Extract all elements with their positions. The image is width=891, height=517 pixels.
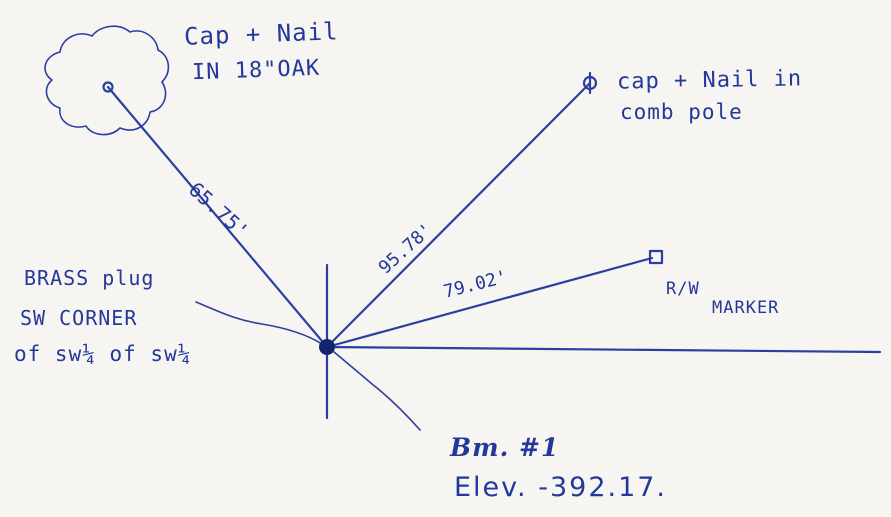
- east-reference-line: [325, 345, 882, 354]
- benchmark-leader: [333, 351, 421, 431]
- tie-line-pole: [325, 81, 592, 349]
- rw-marker-point: [648, 249, 664, 265]
- benchmark-point: [319, 339, 335, 355]
- pole-label-line2: comb pole: [620, 100, 743, 124]
- tie-line-oak: [106, 85, 329, 349]
- tie-line-rw-marker: [325, 256, 654, 349]
- rw-marker-label-line2: MARKER: [712, 298, 780, 318]
- oak-nail-point: [102, 81, 114, 93]
- pole-nail-point: [582, 71, 598, 95]
- brass-plug-label-line1: BRASS plug: [24, 266, 155, 290]
- oak-label-line1: Cap + Nail: [183, 17, 339, 51]
- benchmark-elevation: Elev. -392.17.: [454, 472, 668, 503]
- brass-plug-label-line3: of sw¼ of sw¼: [14, 342, 192, 366]
- brass-plug-label-line2: SW CORNER: [20, 306, 138, 330]
- pole-label-line1: cap + Nail in: [616, 66, 803, 95]
- benchmark-name: Bm. #1: [450, 433, 560, 462]
- oak-label-line2: IN 18"OAK: [191, 55, 321, 86]
- rw-marker-label-line1: R/W: [666, 279, 700, 299]
- brass-plug-leader: [195, 301, 323, 345]
- oak-tree-outline: [44, 25, 170, 136]
